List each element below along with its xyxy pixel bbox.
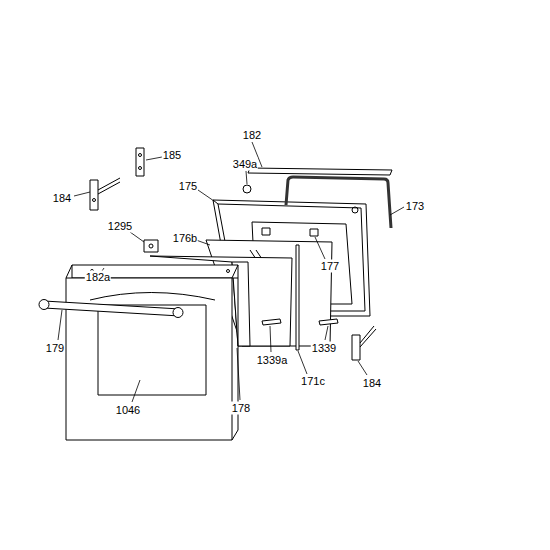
drawing-stroke [132, 380, 140, 402]
drawing-stroke [173, 308, 183, 318]
drawing-stroke [139, 154, 142, 157]
drawing-stroke [325, 326, 328, 340]
drawing-stroke [390, 207, 404, 215]
handle [39, 300, 183, 318]
screw-knob [243, 185, 251, 193]
drawing-stroke [93, 199, 96, 202]
callout-number: 177 [320, 260, 340, 273]
drawing-stroke [44, 301, 180, 316]
drawing-stroke [66, 278, 232, 440]
hinge-left [90, 178, 120, 210]
callout-number: 175 [178, 180, 198, 193]
drawing-stroke [98, 305, 206, 395]
drawing-stroke [130, 232, 144, 242]
leader-lines [58, 142, 404, 402]
drawing-stroke [66, 265, 72, 278]
callout-number: 178 [231, 402, 251, 415]
callout-number: 1339a [256, 354, 289, 367]
top-strip [248, 168, 392, 175]
callout-number: 173 [405, 200, 425, 213]
drawing-stroke [246, 171, 247, 184]
drawing-stroke [360, 326, 374, 343]
callout-number: 184 [362, 377, 382, 390]
drawing-stroke [315, 237, 325, 259]
callout-number: 182a [85, 271, 111, 284]
drawing-stroke [198, 190, 214, 201]
drawing-stroke [270, 326, 271, 352]
parts [39, 148, 392, 440]
drawing-stroke [58, 310, 62, 340]
drawing-stroke [360, 329, 376, 347]
callout-number: 349a [232, 158, 258, 171]
drawing-stroke [310, 229, 318, 236]
drawing-stroke [298, 351, 307, 374]
drawing-stroke [98, 182, 120, 194]
drawing-stroke [232, 265, 238, 278]
callout-number: 182 [242, 129, 262, 142]
drawing-stroke [227, 270, 230, 273]
callout-number: 171c [300, 375, 326, 388]
drawing-stroke [232, 430, 238, 440]
door-gasket [286, 177, 391, 228]
clip [262, 319, 281, 325]
drawing-stroke [39, 300, 49, 310]
rod [296, 245, 299, 350]
drawing-stroke [90, 293, 215, 301]
callout-number: 185 [162, 149, 182, 162]
callout-number: 1339 [311, 342, 337, 355]
drawing-stroke [352, 335, 360, 360]
drawing-stroke [352, 207, 358, 213]
drawing-stroke [237, 348, 240, 400]
bracket [144, 240, 158, 252]
hinge-right [352, 326, 376, 360]
clip [319, 319, 338, 325]
drawing-stroke [146, 157, 162, 160]
callout-number: 1046 [115, 404, 141, 417]
front-frame [66, 265, 238, 440]
drawing-stroke [149, 244, 153, 248]
drawing-stroke [139, 167, 142, 170]
drawing-stroke [136, 148, 144, 176]
drawing-stroke [144, 240, 158, 252]
drawing-stroke [90, 180, 98, 210]
callout-number: 179 [45, 342, 65, 355]
callout-number: 184 [52, 192, 72, 205]
drawing-stroke [74, 192, 90, 196]
hinge-bracket [136, 148, 144, 176]
drawing-stroke [358, 361, 367, 375]
callout-number: 176b [172, 232, 198, 245]
callout-number: 1295 [107, 220, 133, 233]
drawing-stroke [262, 228, 270, 235]
